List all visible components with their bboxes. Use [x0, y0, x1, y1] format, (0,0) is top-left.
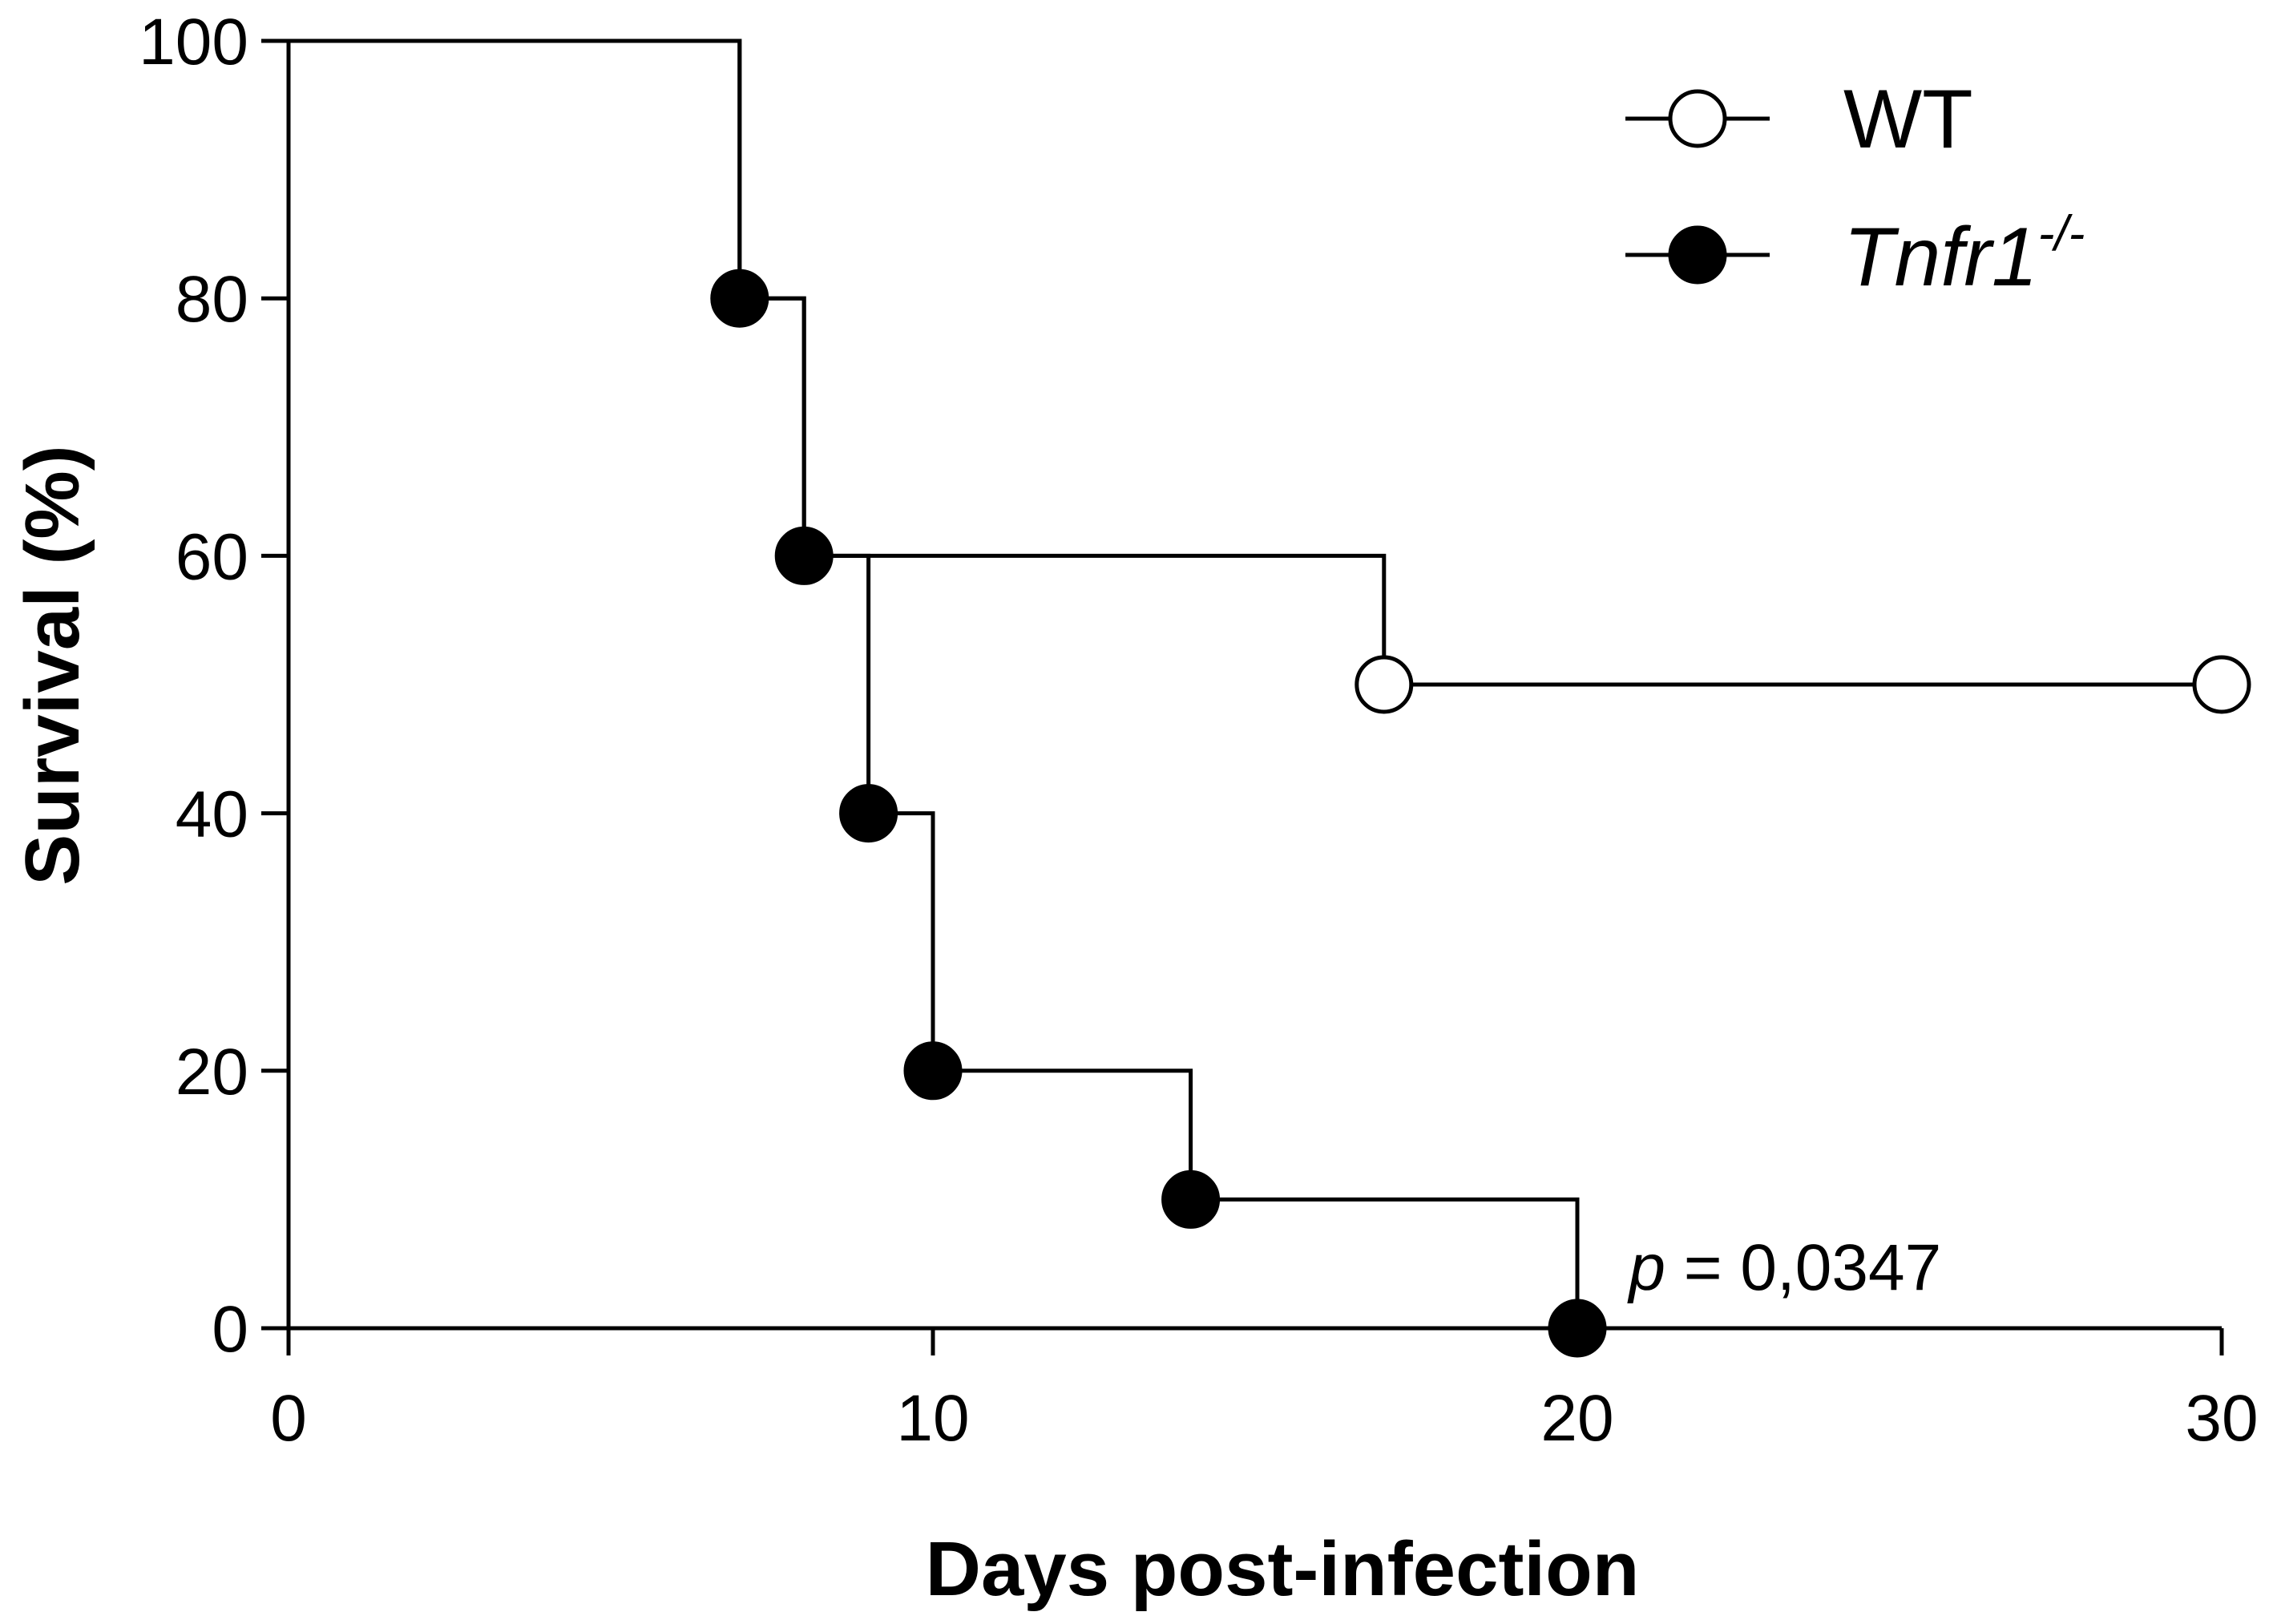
data-point-tnfr1 [903, 1041, 963, 1101]
p-value-symbol: p [1626, 1231, 1665, 1304]
legend-marker-wt [1668, 89, 1727, 148]
data-point-tnfr1 [710, 269, 769, 328]
p-value-annotation: p = 0,0347 [1626, 1231, 1941, 1304]
x-tick-label: 20 [1540, 1382, 1613, 1455]
x-tick-label: 10 [896, 1382, 969, 1455]
x-tick-label: 0 [270, 1382, 307, 1455]
x-tick-label: 30 [2185, 1382, 2258, 1455]
series-layer [289, 38, 2251, 1358]
legend-label-tnfr1: Tnfr1-/- [1843, 206, 2085, 304]
legend: WT Tnfr1-/- [1625, 73, 2085, 304]
data-point-tnfr1 [1548, 1299, 1607, 1358]
legend-label-wt: WT [1843, 73, 1973, 166]
y-tick-label: 40 [176, 778, 248, 851]
legend-item-wt: WT [1625, 73, 1973, 166]
legend-label-tnfr1-superscript: -/- [2038, 206, 2085, 261]
x-axis: 0 10 20 30 [270, 1326, 2259, 1455]
legend-item-tnfr1: Tnfr1-/- [1625, 206, 2085, 304]
y-tick-label: 20 [176, 1036, 248, 1109]
data-point-wt [1355, 655, 1414, 714]
y-axis: 0 20 40 60 80 100 [139, 6, 291, 1366]
data-point-tnfr1 [839, 784, 898, 843]
y-tick-label: 0 [212, 1293, 248, 1366]
y-axis-title: Survival (%) [10, 445, 95, 886]
x-axis-title: Days post-infection [926, 1526, 1640, 1612]
legend-label-tnfr1-name: Tnfr1 [1843, 211, 2038, 304]
p-value-text: = 0,0347 [1665, 1231, 1941, 1304]
data-point-tnfr1 [1161, 1170, 1221, 1229]
data-point-wt [2192, 655, 2251, 714]
data-point-tnfr1 [774, 526, 834, 585]
legend-marker-tnfr1 [1668, 225, 1727, 285]
y-tick-label: 100 [139, 6, 248, 79]
y-tick-label: 60 [176, 520, 248, 593]
chart-area: 0 20 40 60 80 100 0 10 20 30 [139, 6, 2258, 1455]
y-tick-label: 80 [176, 263, 248, 336]
